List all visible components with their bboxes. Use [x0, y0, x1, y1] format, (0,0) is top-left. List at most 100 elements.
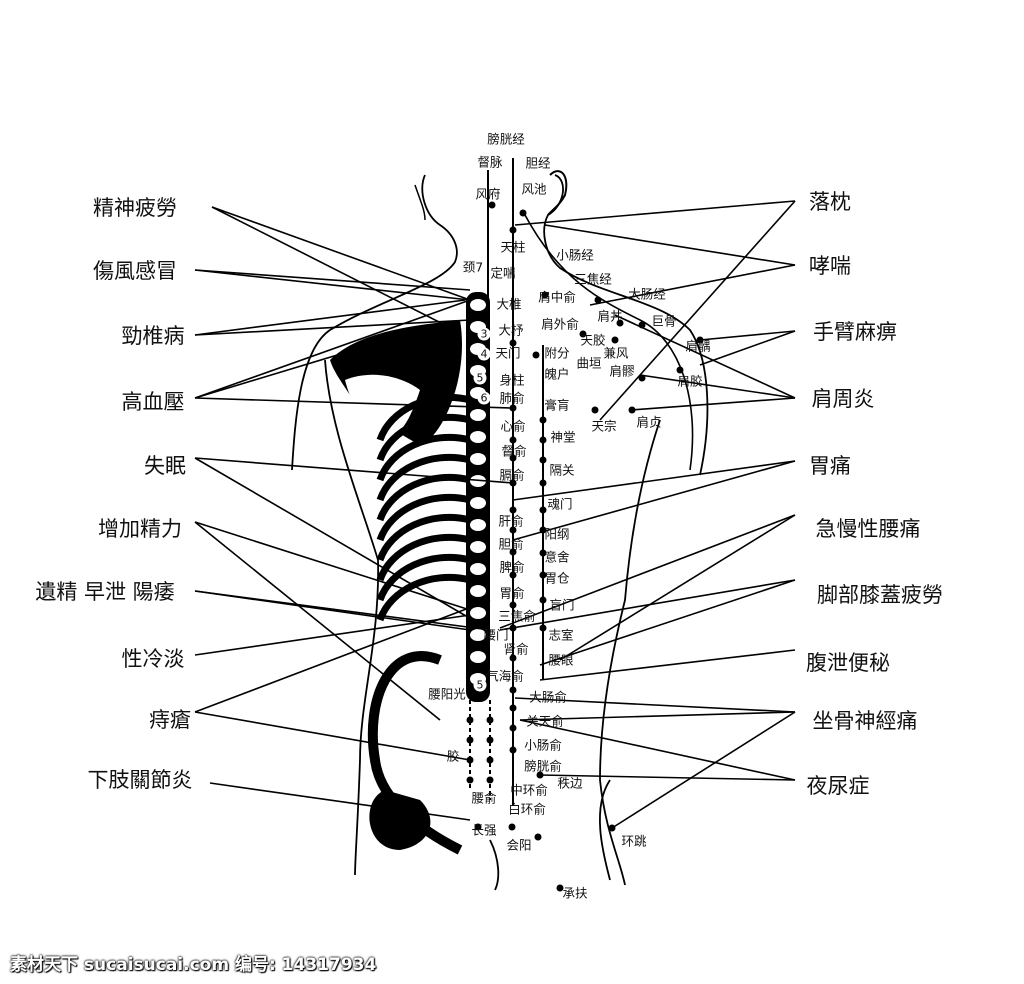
acupoint-label: 腰俞: [471, 790, 497, 806]
leader-line: [699, 330, 796, 366]
leader-line: [209, 782, 471, 821]
acupoint-dot: [509, 404, 517, 412]
acupoint-dot: [579, 330, 587, 338]
ear-left: [414, 184, 426, 221]
body-outline: [489, 839, 500, 891]
acupoint-label: 白环俞: [508, 801, 546, 817]
vertebra: [470, 519, 486, 531]
acupoint-dot: [486, 756, 494, 764]
acupoint-label: 肾俞: [503, 641, 529, 657]
condition-label: 肩周炎: [811, 387, 875, 411]
acupoint-label: 定喘: [490, 265, 516, 281]
acupoint-label: 胃俞: [499, 585, 525, 601]
acupoint-dot: [466, 776, 474, 784]
leader-line: [194, 397, 511, 409]
vertebra: [470, 651, 486, 663]
vertebra: [470, 497, 486, 509]
acupoint-dot: [486, 776, 494, 784]
acupoint-dot: [488, 201, 496, 209]
acupoint-dot: [509, 454, 517, 462]
leader-line: [194, 521, 471, 611]
acupoint-dot: [676, 366, 684, 374]
acupoint-label: 大杼: [498, 322, 524, 338]
vertebra-number: 3: [477, 327, 491, 341]
rib: [376, 453, 471, 502]
vertebra-number: 4: [477, 347, 491, 361]
acupoint-label: 肺俞: [499, 390, 525, 406]
acupoint-label: 胆俞: [498, 536, 524, 552]
vertebra: [470, 409, 486, 421]
acupoint-dot: [509, 506, 517, 514]
vertebra: [470, 585, 486, 597]
leader-line: [614, 314, 796, 399]
leader-line: [194, 599, 491, 713]
watermark: 素材天下 sucaisucai.com 编号: 14317934: [10, 955, 377, 975]
acupoint-label: 会阳: [506, 837, 532, 853]
acupoint-label: 督俞: [501, 443, 527, 459]
rib: [376, 553, 471, 602]
body-outline: [599, 419, 661, 886]
acupoint-label: 小肠俞: [524, 737, 562, 753]
leader-line: [194, 590, 471, 631]
vertebra: [470, 453, 486, 465]
acupoint-label: 兼风: [603, 345, 629, 361]
leader-line: [512, 460, 796, 501]
acupoint-label: 肩中俞: [538, 289, 576, 305]
leader-line: [194, 614, 471, 656]
acupoint-label: 魂门: [547, 496, 573, 512]
leader-line: [544, 224, 796, 266]
acupoint-label: 脾俞: [499, 559, 525, 575]
leader-line: [194, 269, 471, 301]
leader-line: [639, 374, 796, 399]
acupoint-label: 督脉: [477, 154, 503, 170]
acupoint-dot: [539, 549, 547, 557]
condition-label: 手臂麻痹: [813, 320, 897, 344]
acupoint-label: 附分: [544, 345, 570, 361]
leader-line: [499, 579, 796, 631]
acupoint-label: 天门: [495, 345, 521, 361]
condition-label: 胃痛: [809, 454, 851, 478]
acupoint-dot: [539, 416, 547, 424]
leader-line: [514, 697, 796, 713]
acupoint-dot: [509, 571, 517, 579]
vertebra-number: 5: [473, 678, 487, 692]
acupoint-dot: [509, 724, 517, 732]
acupoint-dot: [519, 209, 527, 217]
ear-right: [547, 170, 568, 216]
leader-line: [519, 711, 796, 721]
acupoint-dot: [591, 406, 599, 414]
acupoint-label: 颈7: [462, 259, 484, 275]
acupoint-label: 腰门: [483, 627, 509, 643]
acupoint-label: 肩髃: [685, 338, 711, 354]
condition-label: 急慢性腰痛: [815, 517, 921, 541]
acupoint-dot: [539, 571, 547, 579]
acupoint-label: 胶: [446, 748, 460, 764]
condition-label: 哮喘: [809, 254, 851, 278]
acupoint-label: 肩外俞: [541, 316, 579, 332]
acupoint-label: 承扶: [562, 885, 588, 901]
leader-line: [589, 264, 796, 306]
acupoint-dot: [616, 319, 624, 327]
acupoint-label: 天柱: [500, 239, 526, 255]
acupoint-label: 环跳: [621, 833, 647, 849]
acupoint-label: 曲垣: [576, 355, 602, 371]
acupoint-label: 肩贞: [636, 414, 662, 430]
acupoint-label: 盲门: [549, 597, 575, 613]
rib: [376, 533, 471, 582]
vertebra: [470, 629, 486, 641]
leader-line: [539, 579, 796, 666]
acupoint-label: 肩髎: [609, 363, 635, 379]
condition-label: 精神疲勞: [93, 196, 177, 220]
acupoint-label: 关天俞: [526, 713, 564, 729]
leader-line: [599, 200, 796, 421]
vertebra-number: 6: [477, 391, 491, 405]
condition-label: 夜尿症: [806, 774, 870, 798]
acupoint-dot: [534, 833, 542, 841]
acupoint-dot: [466, 716, 474, 724]
acupoint-dot: [541, 291, 549, 299]
vertebra-number: 5: [473, 371, 487, 385]
acupoint-label: 天胶: [580, 332, 606, 348]
leader-line: [211, 206, 471, 301]
acupoint-label: 秩边: [557, 775, 583, 791]
